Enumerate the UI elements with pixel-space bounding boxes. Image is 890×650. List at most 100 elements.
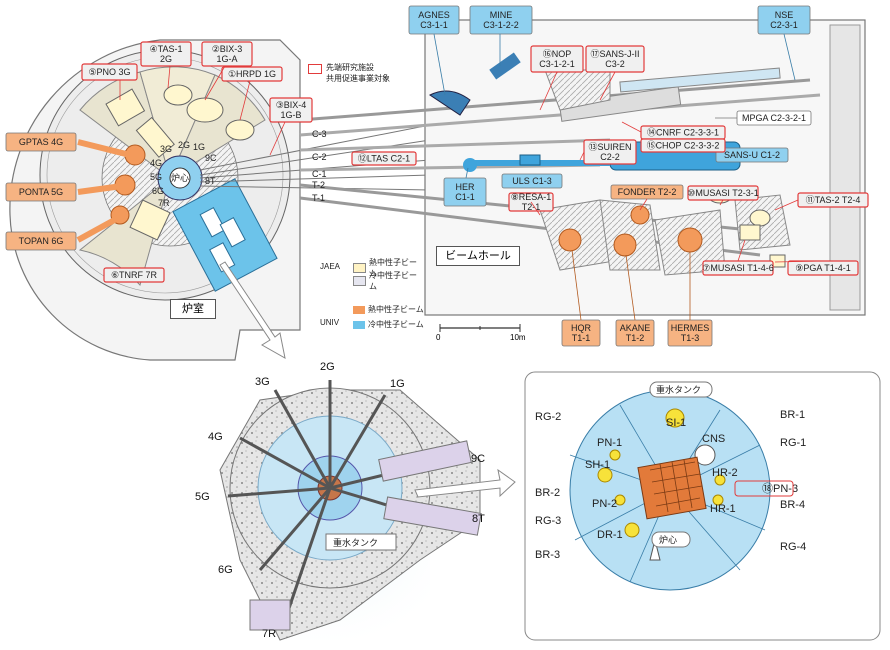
legend-jaea-cold-swatch xyxy=(353,276,366,286)
guide-tag-2: C-1 xyxy=(312,169,327,179)
legend-jaea-cold-text: 冷中性子ビーム xyxy=(368,271,417,291)
beam-hall-label: ビームホール xyxy=(436,246,520,266)
legend-univ-rows: 熱中性子ビーム 冷中性子ビーム xyxy=(353,304,424,330)
core-label-br-3: BR-3 xyxy=(535,549,560,561)
instrument-top-5: ⑥TNRF 7R xyxy=(111,270,158,280)
instrument-blue-3-box xyxy=(443,177,487,207)
instrument-blue-5: SANS-U C1-2 xyxy=(724,150,780,160)
core-fuel-grid xyxy=(637,456,707,520)
legend-promoted-text: 先端研究施設 共用促進事業対象 xyxy=(326,63,390,83)
core-label-r0: BR-1 xyxy=(780,409,805,421)
leader-line xyxy=(783,33,796,81)
zoom-arrow xyxy=(219,261,286,359)
reactor-room-label: 炉室 xyxy=(170,299,216,319)
beam-port-6g: 6G xyxy=(152,186,164,196)
reactor-building xyxy=(9,39,431,361)
instrument-top-1-box xyxy=(140,41,192,67)
leader-line xyxy=(621,121,642,133)
instrument-left-2-box xyxy=(5,231,77,251)
core-label-rg-3: RG-3 xyxy=(535,515,561,527)
beam-port-2g: 2G xyxy=(178,140,190,150)
instrument-top-5-box xyxy=(103,267,165,283)
leader-line xyxy=(204,65,226,101)
leader-line xyxy=(269,121,286,156)
instrument-hall-6: ⑫LTAS C2-1 xyxy=(358,154,410,164)
beam-port-1g: 1G xyxy=(193,142,205,152)
instrument-left-0: GPTAS 4G xyxy=(19,137,63,147)
core-detail-core-box xyxy=(651,531,691,548)
legend-jaea-thermal-text: 熱中性子ビーム xyxy=(368,258,417,278)
instrument-left-0-box xyxy=(5,132,77,152)
detail-port-5g: 5G xyxy=(195,491,210,503)
leader-line xyxy=(465,167,469,179)
core-detail-title: 重水タンク xyxy=(656,384,701,395)
instrument-left-1-box xyxy=(5,182,77,202)
core-label-r3: BR-4 xyxy=(780,499,805,511)
leader-line xyxy=(239,80,251,121)
pn3-promoted-box xyxy=(734,480,794,497)
guide-tag-0: C-3 xyxy=(312,129,327,139)
core-label-hr-2: HR-2 xyxy=(712,467,738,479)
detail-port-3g: 3G xyxy=(255,376,270,388)
beam-port-7r: 7R xyxy=(158,198,170,208)
legend-promoted-swatch xyxy=(308,64,322,74)
instrument-top-3-box xyxy=(221,66,283,82)
core-label-rg-2: RG-2 xyxy=(535,411,561,423)
instrument-hall-3: ⑭CNRF C2-3-3-1 xyxy=(647,128,719,138)
heavy-water-tank-box xyxy=(325,533,397,551)
core-label-br-2: BR-2 xyxy=(535,487,560,499)
leader-line xyxy=(774,260,824,263)
leader-line xyxy=(539,71,558,111)
beam-port-5g: 5G xyxy=(150,172,162,182)
instrument-blue-4-box xyxy=(501,173,563,189)
legend-univ-label: UNIV xyxy=(320,318,340,327)
legend-univ-thermal-text: 熱中性子ビーム xyxy=(368,305,424,314)
legend: 先端研究施設 共用促進事業対象 JAEA 熱中性子ビーム 冷中性子ビーム UNI… xyxy=(308,62,420,327)
heavy-water-tank-label: 重水タンク xyxy=(333,537,378,548)
legend-jaea-thermal-swatch xyxy=(353,263,366,273)
scale-max: 10m xyxy=(510,333,526,342)
leader-line xyxy=(167,65,171,89)
instrument-hall-6-box xyxy=(351,151,417,166)
instrument-hall-8: FONDER T2-2 xyxy=(618,187,677,197)
detail-port-2g: 2G xyxy=(320,361,335,373)
instrument-blue-1-box xyxy=(469,5,533,35)
detail-port-7r: 7R xyxy=(262,628,276,640)
instrument-hall-2: MPGA C2-3-2-1 xyxy=(742,113,806,123)
instrument-top-3: ①HRPD 1G xyxy=(228,69,276,79)
instrument-top-4-box xyxy=(269,97,313,123)
scale-zero: 0 xyxy=(436,333,441,342)
core-label-top: 炉心 xyxy=(171,172,189,183)
core-label-cns: CNS xyxy=(702,433,725,445)
guide-tag-1: C-2 xyxy=(312,152,327,162)
instrument-top-0-box xyxy=(81,63,138,81)
detail-port-9c: 9C xyxy=(471,453,485,465)
core-detail-title-box xyxy=(649,381,713,398)
legend-univ-thermal-swatch xyxy=(353,305,365,314)
leader-line xyxy=(579,151,585,161)
core-label-si-1: SI-1 xyxy=(666,417,686,429)
core-label-r1: RG-1 xyxy=(780,437,806,449)
instrument-hall-4-box xyxy=(640,138,726,153)
leader-line xyxy=(774,199,799,211)
leader-line xyxy=(433,33,446,96)
guide-tag-3: T-2 xyxy=(312,180,325,190)
instrument-left-2: TOPAN 6G xyxy=(19,236,64,246)
core-label-r4: RG-4 xyxy=(780,541,806,553)
instrument-hall-12: ⑨PGA T1-4-1 xyxy=(795,263,850,273)
leader-line xyxy=(530,201,541,216)
leader-line xyxy=(625,254,636,321)
instrument-hall-11: ⑦MUSASI T1-4-6 xyxy=(702,263,773,273)
